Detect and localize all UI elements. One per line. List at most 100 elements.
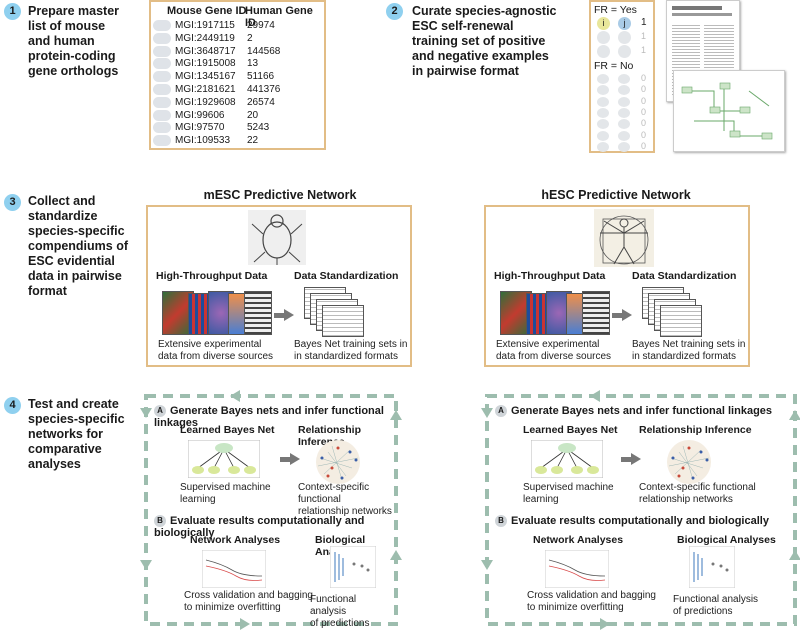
section-a-title: Generate Bayes nets and infer functional… bbox=[511, 405, 773, 417]
human-gene-id: 144568 bbox=[247, 45, 281, 57]
inference-arrow-body bbox=[280, 457, 290, 462]
gene-j-dot bbox=[618, 45, 631, 58]
human-gene-id: 26574 bbox=[247, 96, 275, 108]
step-3-text: Collect and standardize species-specific… bbox=[28, 194, 129, 298]
step-2-text: Curate species-agnostic ESC self-renewal… bbox=[412, 4, 557, 78]
mesc-data-tiles bbox=[162, 291, 272, 335]
pathway-figure bbox=[681, 82, 773, 140]
ortholog-row: MGI:97570 5243 bbox=[151, 122, 326, 134]
mouse-gene-id: MGI:2449119 bbox=[175, 32, 235, 44]
gene-j-dot bbox=[618, 31, 631, 44]
inference-arrow-body bbox=[621, 457, 631, 462]
mouse-analysis-loop bbox=[144, 394, 398, 626]
section-a-title: Generate Bayes nets and infer functional… bbox=[154, 405, 384, 429]
row-marker bbox=[153, 58, 171, 70]
human-section-b: B Evaluate results computationally and bi… bbox=[495, 515, 769, 527]
mesc-network-title: mESC Predictive Network bbox=[203, 188, 357, 202]
gene-i-dot bbox=[597, 85, 609, 96]
relationship-caption: Context-specific functional relationship… bbox=[298, 482, 392, 517]
paper-thumbnail-2 bbox=[673, 70, 785, 152]
learned-caption: Supervised machine learning bbox=[523, 482, 614, 505]
bio-analyses-chart bbox=[689, 546, 735, 588]
mouse-gene-id: MGI:1345167 bbox=[175, 71, 236, 83]
mesc-hi-label: High-Throughput Data bbox=[156, 270, 268, 282]
human-analysis-panel: A Generate Bayes nets and infer functiona… bbox=[491, 400, 791, 620]
step-1-text: Prepare master list of mouse and human p… bbox=[28, 4, 120, 78]
mouse-gene-id: MGI:99606 bbox=[175, 109, 225, 121]
learned-bayes-label: Learned Bayes Net bbox=[523, 424, 618, 436]
mouse-gene-id: MGI:97570 bbox=[175, 122, 225, 134]
section-b-title: Evaluate results computationally and bio… bbox=[511, 515, 769, 527]
gene-j-dot bbox=[618, 119, 630, 130]
fr-no-row: 0 bbox=[591, 73, 655, 85]
section-a-badge: A bbox=[495, 405, 507, 417]
step-2-badge: 2 bbox=[386, 3, 403, 20]
human-gene-id: 2 bbox=[247, 32, 253, 44]
fr-no-label: FR = No bbox=[594, 60, 634, 72]
network-analyses-label: Network Analyses bbox=[190, 534, 281, 546]
fr-no-value: 0 bbox=[641, 129, 647, 140]
human-gene-id: 441376 bbox=[247, 84, 281, 95]
gene-j-marker: j bbox=[618, 17, 631, 30]
fr-no-row: 0 bbox=[591, 107, 655, 119]
learned-bayes-label: Learned Bayes Net bbox=[180, 424, 275, 436]
mouse-gene-id: MGI:1917115 bbox=[175, 20, 235, 31]
mouse-gene-id: MGI:1915008 bbox=[175, 58, 236, 70]
hesc-network-box: High-Throughput Data Data Standardizatio… bbox=[484, 205, 750, 367]
bio-analyses-label: Biological Analyses bbox=[677, 534, 776, 546]
fr-no-value: 0 bbox=[641, 118, 647, 129]
mouse-gene-id: MGI:3648717 bbox=[175, 45, 236, 57]
mouse-sketch bbox=[248, 210, 306, 265]
fr-no-row: 0 bbox=[591, 96, 655, 108]
section-a-badge: A bbox=[154, 405, 166, 417]
human-gene-id: 5243 bbox=[247, 122, 270, 134]
bio-caption: Functional analysis of predictions bbox=[310, 594, 370, 629]
hesc-std-label: Data Standardization bbox=[632, 270, 737, 282]
gene-i-dot bbox=[597, 96, 609, 107]
human-gene-id-header: Human Gene ID bbox=[245, 5, 313, 29]
mesc-std-arrow bbox=[284, 309, 294, 321]
row-marker bbox=[153, 45, 171, 57]
ortholog-row: MGI:2449119 2 bbox=[151, 32, 326, 45]
hesc-hi-caption: Extensive experimental data from diverse… bbox=[496, 339, 612, 362]
hesc-std-arrow-body bbox=[612, 313, 622, 318]
mesc-network-box: High-Throughput Data Data Standardizatio… bbox=[146, 205, 412, 367]
section-b-title: Evaluate results computationally and bio… bbox=[154, 515, 365, 539]
fr-no-value: 0 bbox=[641, 73, 647, 83]
row-marker bbox=[153, 71, 171, 83]
gene-i-dot bbox=[597, 141, 609, 152]
fr-yes-value: 1 bbox=[641, 45, 647, 55]
row-marker bbox=[153, 109, 171, 121]
ortholog-row: MGI:1915008 13 bbox=[151, 58, 326, 70]
gene-i-dot bbox=[597, 119, 609, 130]
mouse-gene-id: MGI:109533 bbox=[175, 135, 231, 147]
fr-no-value: 0 bbox=[641, 84, 647, 95]
network-caption: Cross validation and bagging to minimize… bbox=[527, 590, 656, 613]
fr-no-row: 0 bbox=[591, 140, 655, 153]
human-section-a: A Generate Bayes nets and infer functiona… bbox=[495, 405, 772, 417]
gene-i-dot bbox=[597, 45, 610, 58]
human-gene-id: 22 bbox=[247, 135, 259, 147]
mesc-std-sheets bbox=[322, 305, 364, 337]
row-marker bbox=[153, 122, 171, 134]
fr-no-row: 0 bbox=[591, 84, 655, 96]
human-gene-id: 13 bbox=[247, 58, 259, 70]
fr-yes-row: 1 bbox=[591, 45, 655, 58]
step-3-badge: 3 bbox=[4, 194, 21, 211]
mesc-std-caption: Bayes Net training sets in in standardiz… bbox=[294, 339, 408, 362]
gene-j-dot bbox=[618, 96, 630, 107]
bayes-net-diagram bbox=[188, 440, 260, 478]
mesc-std-arrow-body bbox=[274, 313, 284, 318]
fr-no-value: 0 bbox=[641, 140, 647, 151]
gene-i-marker: i bbox=[597, 17, 610, 30]
section-b-badge: B bbox=[495, 515, 507, 527]
bio-analyses-chart bbox=[330, 546, 376, 588]
hesc-std-arrow bbox=[622, 309, 632, 321]
